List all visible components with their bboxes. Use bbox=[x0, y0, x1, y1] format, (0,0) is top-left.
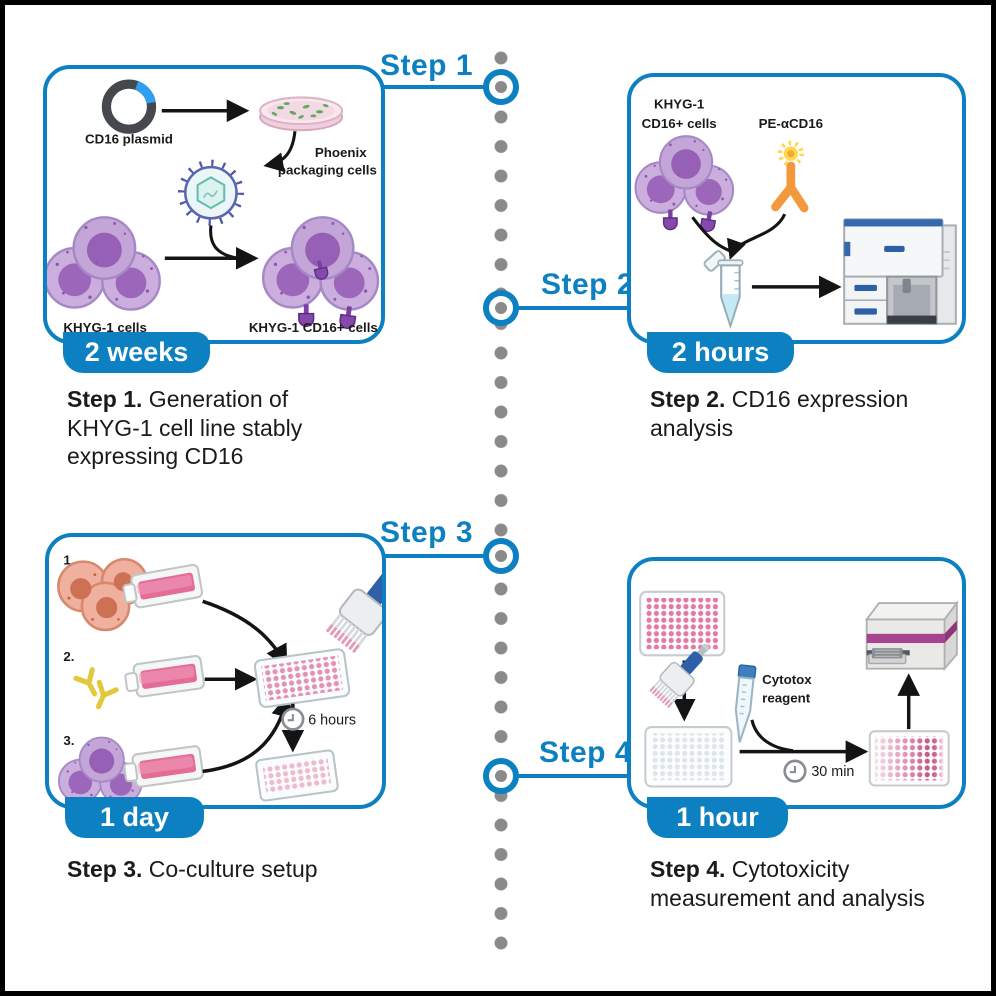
connector-line-step4 bbox=[517, 774, 629, 778]
plasmid-icon bbox=[101, 79, 157, 134]
timeline-label-step1: Step 1 bbox=[379, 49, 473, 82]
connector-line-step3 bbox=[376, 554, 487, 558]
duration-badge-step1: 2 weeks bbox=[63, 332, 210, 373]
full-plate-icon bbox=[639, 590, 726, 657]
khyg-cells-label: KHYG-1 cells bbox=[63, 320, 147, 335]
nk-cd16-cells-icon bbox=[261, 216, 380, 331]
timeline-node-step1 bbox=[483, 69, 519, 105]
caption-step2-text: CD16 expression analysis bbox=[650, 386, 909, 441]
pe-antibody-icon bbox=[771, 140, 809, 213]
cells-label-line1: KHYG-1 bbox=[654, 97, 705, 112]
petri-dish-icon bbox=[259, 96, 344, 132]
panel-step4: Cytotox reagent 30 min bbox=[627, 557, 966, 809]
duration-badge-step4: 1 hour bbox=[647, 797, 788, 838]
co-culture-plate-after-icon bbox=[255, 749, 339, 802]
item2-label: 2. bbox=[63, 649, 74, 664]
curved-arrow bbox=[727, 213, 787, 260]
panel-step1-illustration: CD16 plasmid Phoenix packaging cells bbox=[47, 79, 380, 335]
phoenix-label-line2: packaging cells bbox=[278, 162, 377, 177]
caption-step2: Step 2. CD16 expression analysis bbox=[650, 385, 960, 442]
panel-step1: CD16 plasmid Phoenix packaging cells bbox=[43, 65, 385, 344]
incubation-time-label: 30 min bbox=[811, 764, 854, 780]
timeline-dotted-line bbox=[493, 50, 509, 952]
caption-step2-bold: Step 2. bbox=[650, 386, 726, 412]
caption-step1-bold: Step 1. bbox=[67, 386, 143, 412]
nk-cd16-cells-icon bbox=[634, 135, 735, 234]
reagent-label-line1: Cytotox bbox=[762, 672, 812, 687]
timeline-node-step4 bbox=[483, 758, 519, 794]
curved-line bbox=[750, 719, 794, 753]
panel-step3-illustration: 1. 2. 3. bbox=[57, 547, 382, 805]
panel-step2-illustration: KHYG-1 CD16+ cells PE-αCD16 bbox=[634, 97, 957, 330]
timeline-node-step2 bbox=[483, 290, 519, 326]
virus-icon bbox=[177, 159, 244, 226]
timeline-label-step3: Step 3 bbox=[379, 516, 473, 549]
microcentrifuge-tube-icon bbox=[703, 250, 744, 330]
caption-step3-text: Co-culture setup bbox=[142, 856, 318, 882]
multichannel-pipette-icon bbox=[322, 547, 382, 657]
gradient-plate-icon bbox=[868, 730, 950, 787]
timeline-label-step2: Step 2 bbox=[541, 268, 635, 301]
item1-label: 1. bbox=[63, 552, 74, 567]
curved-arrow bbox=[202, 599, 288, 668]
caption-step4-text: Cytotoxicity measurement and analysis bbox=[650, 856, 925, 911]
connector-line-step1 bbox=[375, 85, 487, 89]
connector-line-step2 bbox=[517, 306, 629, 310]
timeline-node-step3 bbox=[483, 538, 519, 574]
clock-icon bbox=[783, 759, 807, 783]
incubation-time-label: 6 hours bbox=[308, 712, 356, 728]
plate-reader-icon bbox=[864, 600, 959, 672]
caption-step3-bold: Step 3. bbox=[67, 856, 143, 882]
flask-icon bbox=[121, 744, 205, 790]
caption-step4-bold: Step 4. bbox=[650, 856, 726, 882]
curved-line bbox=[209, 225, 238, 260]
caption-step3: Step 3. Co-culture setup bbox=[67, 855, 377, 884]
plasmid-label: CD16 plasmid bbox=[85, 132, 173, 147]
duration-badge-step3: 1 day bbox=[65, 797, 204, 838]
caption-step1-text: Generation of KHYG-1 cell line stably ex… bbox=[67, 386, 303, 469]
nk-cells-icon bbox=[47, 216, 161, 311]
empty-plate-icon bbox=[644, 726, 733, 788]
cytotox-reagent-tube-icon bbox=[734, 664, 757, 743]
phoenix-label-line1: Phoenix bbox=[315, 145, 367, 160]
co-culture-plate-icon bbox=[253, 648, 351, 709]
pe-antibody-label: PE-αCD16 bbox=[759, 116, 823, 131]
curved-arrow bbox=[202, 694, 294, 774]
panel-step4-illustration: Cytotox reagent 30 min bbox=[639, 590, 959, 788]
item3-label: 3. bbox=[63, 733, 74, 748]
reagent-label-line2: reagent bbox=[762, 690, 811, 705]
timeline-label-step4: Step 4 bbox=[539, 736, 633, 769]
khyg-cd16-cells-label: KHYG-1 CD16+ cells bbox=[249, 320, 378, 335]
panel-step3: 1. 2. 3. bbox=[45, 533, 386, 809]
clock-icon bbox=[281, 707, 305, 731]
flow-cytometer-icon bbox=[843, 218, 957, 325]
duration-badge-step2: 2 hours bbox=[647, 332, 794, 373]
caption-step4: Step 4. Cytotoxicity measurement and ana… bbox=[650, 855, 960, 912]
curved-arrow bbox=[263, 131, 297, 173]
panel-step2: KHYG-1 CD16+ cells PE-αCD16 bbox=[627, 73, 966, 344]
antibody-yellow-icon bbox=[76, 670, 116, 711]
flask-icon bbox=[122, 654, 206, 700]
cells-label-line2: CD16+ cells bbox=[642, 116, 717, 131]
caption-step1: Step 1. Generation of KHYG-1 cell line s… bbox=[67, 385, 332, 471]
